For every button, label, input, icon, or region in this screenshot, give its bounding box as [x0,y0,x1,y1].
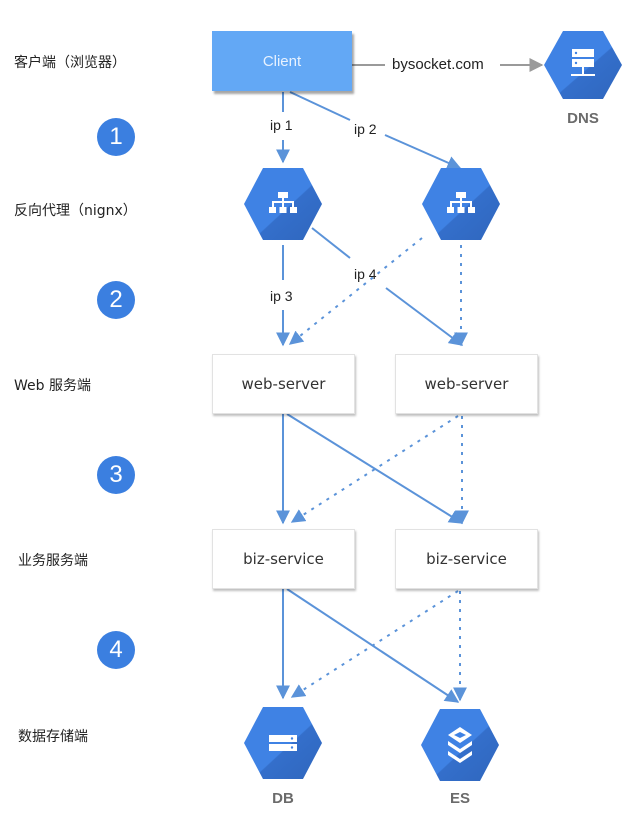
edge-web2-biz1-dashed [290,415,459,523]
dns-node [544,31,622,99]
biz-service-node-2: biz-service [395,529,538,589]
layer-label-biz: 业务服务端 [18,553,88,569]
es-hexagon [421,709,499,781]
edge-label-ip3: ip 3 [268,288,295,304]
edge-ip4-top [311,227,351,259]
proxy-node-1 [244,168,322,240]
load-balancer-icon [447,192,475,213]
edge-label-ip2: ip 2 [354,121,377,137]
biz-service-label: biz-service [243,550,324,568]
proxy-node-2 [422,168,500,240]
edge-web1-biz2 [286,413,464,524]
step-badge-2: 2 [97,281,135,319]
edge-label-ip4: ip 4 [354,266,377,282]
biz-service-label: biz-service [426,550,507,568]
web-server-node-2: web-server [395,354,538,414]
db-label: DB [272,790,294,807]
edge-ip2-top [289,91,351,121]
web-server-label: web-server [424,375,509,393]
db-hexagon [244,707,322,779]
es-node [421,709,499,781]
dns-label: DNS [567,110,599,127]
client-label: Client [262,52,302,70]
client-node: Client [212,31,352,91]
edge-proxy2-web1-dashed [288,237,423,345]
step-badge-1: 1 [97,118,135,156]
step-badge-3: 3 [97,456,135,494]
layer-label-client: 客户端（浏览器） [14,55,126,71]
edge-biz2-db-dashed [290,590,459,698]
db-node [244,707,322,779]
dns-server-icon [571,49,595,76]
domain-label: bysocket.com [390,56,486,73]
layer-label-storage: 数据存储端 [18,729,88,745]
database-icon [269,735,297,751]
layer-label-web: Web 服务端 [14,378,91,394]
web-server-label: web-server [241,375,326,393]
layer-label-proxy: 反向代理（nignx） [14,203,137,219]
edge-ip4-bottom [385,287,464,346]
search-stack-icon [448,727,472,763]
web-server-node-1: web-server [212,354,355,414]
step-badge-4: 4 [97,631,135,669]
biz-service-node-1: biz-service [212,529,355,589]
load-balancer-icon [269,192,297,213]
es-label: ES [449,790,470,807]
edge-ip2-bottom [384,134,462,170]
edge-label-ip1: ip 1 [268,117,295,133]
